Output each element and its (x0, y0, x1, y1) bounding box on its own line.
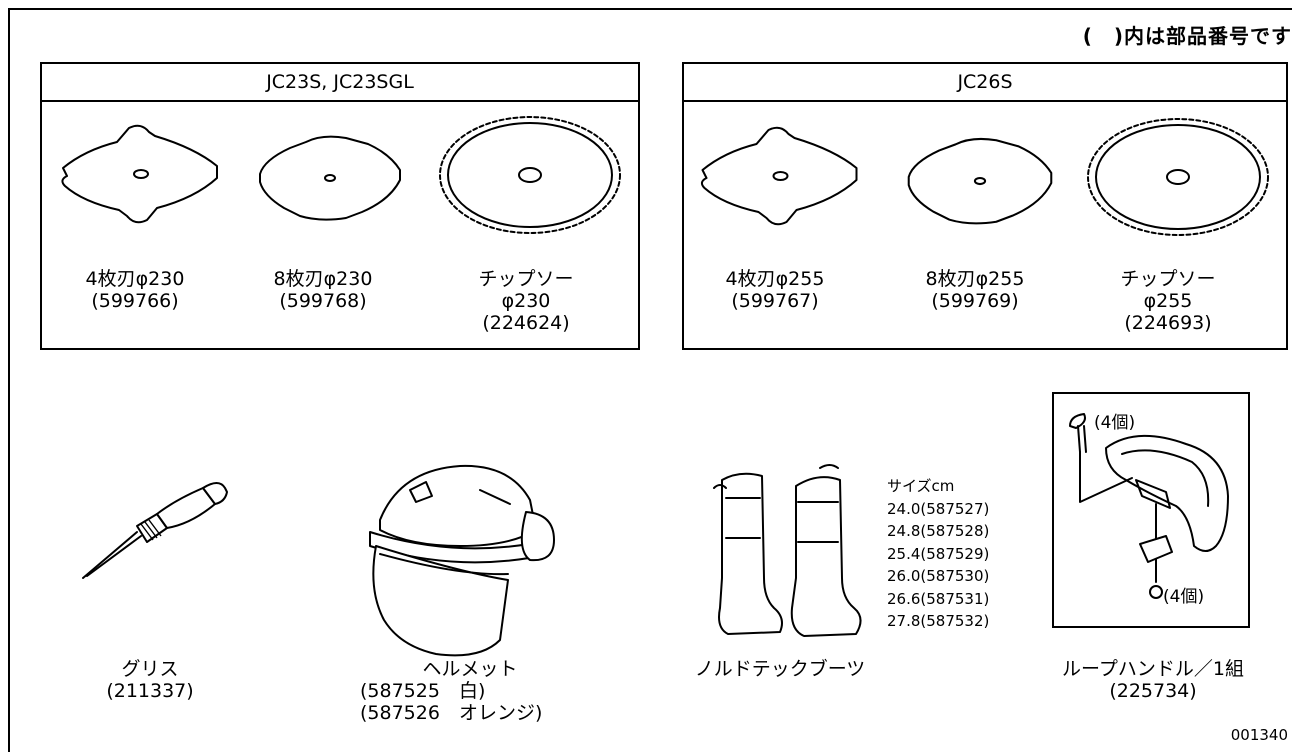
blade-label: 8枚刃φ255 (599769) (910, 268, 1040, 312)
boot-size-list: サイズcm 24.0(587527) 24.8(587528) 25.4(587… (887, 475, 989, 633)
group-title: JC23S, JC23SGL (42, 64, 638, 102)
nut-quantity: (4個) (1163, 587, 1205, 607)
blade-name: チップソー (1120, 268, 1216, 290)
part-number: (599767) (731, 290, 819, 312)
blade-label: チップソー φ230 (224624) (456, 268, 596, 334)
size-row: 26.0(587530) (887, 567, 990, 585)
blade-size: φ230 (501, 290, 551, 312)
figure-code: 001340 (1230, 726, 1288, 744)
part-number-note: ( )内は部品番号です (1082, 24, 1292, 48)
four-blade-icon (700, 126, 858, 226)
size-header: サイズcm (887, 477, 955, 495)
part-number: (599766) (91, 290, 179, 312)
blade-name: チップソー (478, 268, 574, 290)
grease-label: グリス (211337) (90, 658, 210, 702)
four-blade-icon (61, 124, 218, 224)
boots-icon (713, 464, 862, 637)
loop-handle-icon (1069, 413, 1229, 599)
part-number: (225734) (1109, 680, 1197, 702)
part-number: (599768) (279, 290, 367, 312)
blade-name: 4枚刃φ255 (725, 268, 825, 290)
part-number: (599769) (931, 290, 1019, 312)
page-frame (8, 8, 1292, 752)
blade-label: チップソー φ255 (224693) (1098, 268, 1238, 334)
group-title: JC26S (684, 64, 1286, 102)
grease-name: グリス (121, 658, 179, 680)
loop-handle-box (1052, 392, 1250, 628)
size-row: 24.8(587528) (887, 522, 990, 540)
blade-size: φ255 (1143, 290, 1193, 312)
part-number: (224624) (482, 312, 570, 334)
blade-group-jc26s: JC26S (682, 62, 1288, 350)
boots-name: ノルドテックブーツ (694, 658, 866, 680)
blade-name: 8枚刃φ255 (925, 268, 1025, 290)
helmet-variant: (587525 白) (360, 680, 486, 702)
size-row: 24.0(587527) (887, 499, 990, 518)
blade-name: 4枚刃φ230 (85, 268, 185, 290)
size-row: 26.6(587531) (887, 589, 990, 608)
helmet-label: ヘルメット (587525 白) (587526 オレンジ) (360, 658, 580, 724)
bolt-quantity: (4個) (1094, 413, 1136, 433)
part-number: (211337) (106, 680, 194, 702)
boots-label: ノルドテックブーツ (670, 658, 890, 680)
helmet-variant: (587526 オレンジ) (360, 702, 543, 724)
size-row: 27.8(587532) (887, 612, 990, 630)
loop-handle-name: ループハンドル／1組 (1062, 658, 1244, 680)
eight-blade-icon (259, 135, 401, 221)
tip-saw-icon (439, 116, 621, 234)
blade-label: 8枚刃φ230 (599768) (258, 268, 388, 312)
grease-icon (82, 482, 228, 579)
tip-saw-icon (1087, 118, 1269, 236)
helmet-name: ヘルメット (422, 658, 518, 680)
blade-label: 4枚刃φ255 (599767) (710, 268, 840, 312)
size-row: 25.4(587529) (887, 544, 990, 563)
blade-name: 8枚刃φ230 (273, 268, 373, 290)
blade-label: 4枚刃φ230 (599766) (70, 268, 200, 312)
helmet-icon (369, 464, 555, 657)
eight-blade-icon (907, 137, 1053, 225)
part-number: (224693) (1124, 312, 1212, 334)
loop-handle-label: ループハンドル／1組 (225734) (1038, 658, 1268, 702)
blade-group-jc23s: JC23S, JC23SGL (40, 62, 640, 350)
